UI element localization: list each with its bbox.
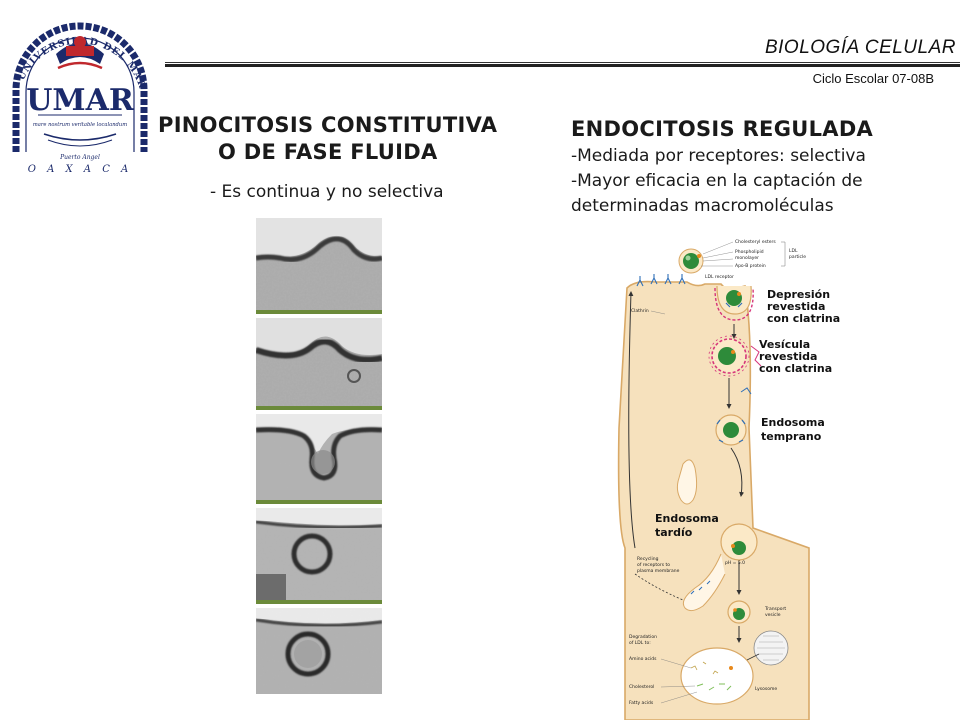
school-cycle: Ciclo Escolar 07-08B: [812, 71, 934, 86]
right-bullet-1: -Mediada por receptores: selectiva: [571, 146, 866, 166]
lbl-amino-acids: Amino acids: [629, 656, 657, 662]
logo-motto: mare nostrum veritable localandum: [33, 122, 127, 128]
lbl-ph: pH = 5.0: [725, 560, 745, 566]
lbl-phospholipid: Phospholipid: [735, 249, 764, 255]
lbl-degradation-1: Degradation: [629, 634, 657, 640]
lbl-endosoma-tardio-2: tardío: [655, 526, 693, 539]
right-bullet-2: -Mayor eficacia en la captación de: [571, 171, 863, 191]
lbl-transport-1: Transport: [764, 606, 786, 612]
header-rule-thick: [165, 64, 960, 67]
lbl-revestida-2: revestida: [759, 350, 817, 363]
crest-icon: [56, 36, 104, 70]
university-logo: UNIVERSIDAD DEL MAR UMAR mare nostrum ve…: [12, 22, 148, 175]
lbl-recycling-3: plasma membrane: [637, 568, 680, 574]
lbl-particle: particle: [789, 254, 806, 260]
lbl-depresion: Depresión: [767, 288, 830, 301]
ldl-particle-icon: [678, 248, 704, 274]
em-panel-4: [256, 508, 382, 604]
left-title-line2: O DE FASE FLUIDA: [218, 140, 438, 164]
lysosome-detail-icon: [753, 630, 789, 666]
left-bullet: - Es continua y no selectiva: [210, 182, 444, 202]
chain-ring: [12, 22, 148, 152]
recycling-tubule: [682, 553, 726, 612]
lbl-con-clatrina-2: con clatrina: [759, 362, 832, 375]
ldl-receptors: [636, 274, 686, 287]
em-panel-2: [256, 318, 382, 410]
lbl-ldl-receptor: LDL receptor: [705, 274, 734, 280]
lbl-degradation-2: of LDL to:: [629, 640, 651, 646]
coated-pit-icon: [714, 285, 754, 321]
header-rule-thin: [165, 62, 960, 63]
logo-state: O A X A C A: [28, 164, 133, 175]
early-endosome-icon: [715, 414, 747, 446]
late-endosome-icon: [720, 523, 758, 561]
transport-vesicle-icon: [727, 600, 751, 624]
tubular-compartment: [676, 459, 698, 505]
lbl-revestida-1: revestida: [767, 300, 825, 313]
em-panel-3: [256, 414, 382, 504]
lbl-endosoma-temprano-2: temprano: [761, 430, 822, 443]
lbl-clathrin: Clathrin: [631, 308, 649, 314]
course-title: BIOLOGÍA CELULAR: [764, 37, 956, 58]
lbl-recycling-2: of receptors to: [637, 562, 670, 568]
lbl-con-clatrina-1: con clatrina: [767, 312, 840, 325]
right-title: ENDOCITOSIS REGULADA: [571, 117, 874, 141]
right-bullet-3: determinadas macromoléculas: [571, 196, 834, 216]
lbl-lysosome: Lysosome: [755, 686, 777, 692]
em-panel-1: [256, 218, 382, 314]
receptor-mediated-endocytosis-diagram: Cholesteryl esters Phospholipid monolaye…: [617, 239, 840, 720]
lbl-endosoma-temprano-1: Endosoma: [761, 416, 825, 429]
lbl-apob: Apo-B protein: [735, 263, 766, 269]
lbl-ldl: LDL: [789, 248, 798, 254]
em-panel-5: [256, 608, 382, 694]
coated-vesicle-icon: [708, 335, 750, 377]
left-title-line1: PINOCITOSIS CONSTITUTIVA: [158, 113, 498, 137]
lbl-recycling-1: Recycling: [637, 556, 659, 562]
logo-monogram: UMAR: [26, 83, 135, 118]
lbl-transport-2: vesicle: [765, 612, 781, 618]
logo-place: Puerto Angel: [59, 154, 100, 161]
lysosome-icon: [680, 647, 754, 705]
lbl-cholesterol: Cholesterol: [629, 684, 654, 690]
lbl-fatty-acids: Fatty acids: [629, 700, 654, 706]
lbl-cholesteryl-esters: Cholesteryl esters: [735, 239, 776, 245]
lbl-vesicula: Vesícula: [759, 338, 810, 351]
lbl-endosoma-tardio-1: Endosoma: [655, 512, 719, 525]
lbl-monolayer: monolayer: [735, 255, 759, 261]
